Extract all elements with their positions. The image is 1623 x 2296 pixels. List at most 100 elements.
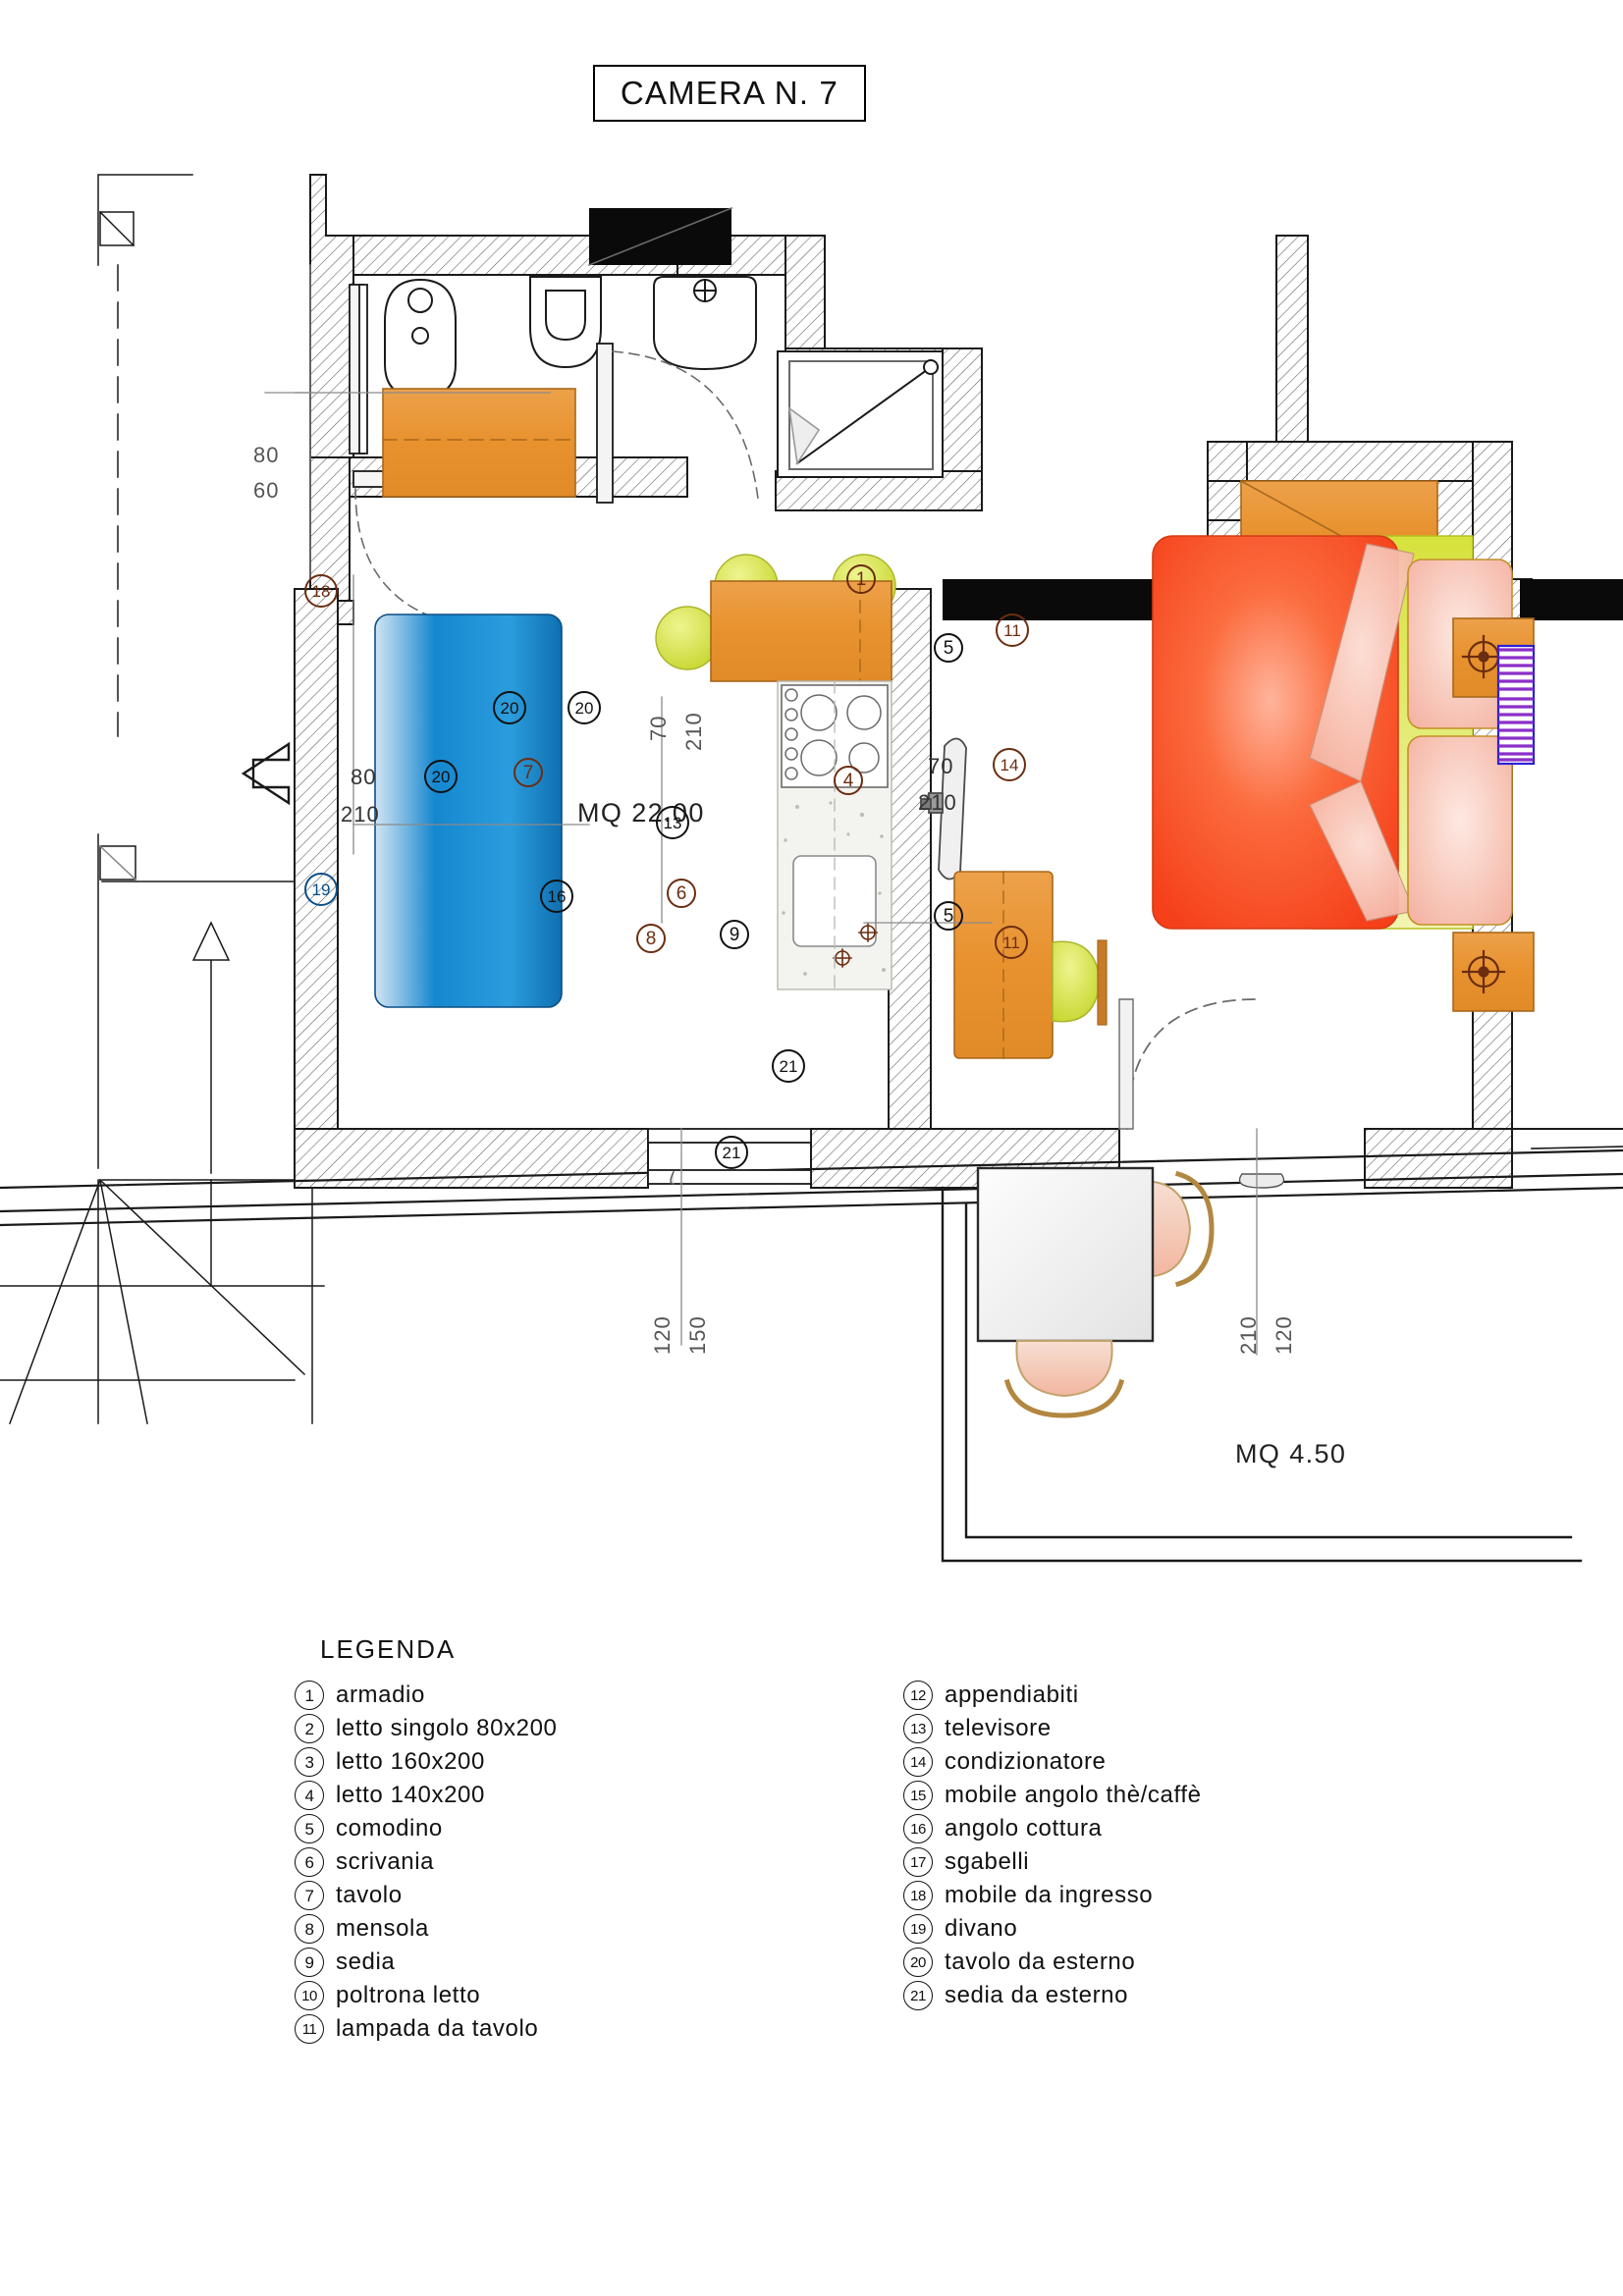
floor-plan (0, 147, 1623, 1620)
plan-marker-mobile-da-ingresso: 18 (304, 574, 338, 608)
plan-marker-sedia-esterno-a: 21 (772, 1049, 805, 1083)
plan-marker-condizionatore: 14 (993, 748, 1026, 781)
legend-number-badge: 3 (295, 1747, 324, 1777)
legend-item-label: lampada da tavolo (336, 2015, 539, 2042)
legend-number-badge: 15 (903, 1781, 933, 1810)
legend-number-badge: 12 (903, 1681, 933, 1710)
legend-item-sedia: 9 sedia (295, 1946, 844, 1979)
legend-item-label: sgabelli (945, 1848, 1030, 1875)
plan-marker-televisore: 13 (656, 806, 689, 839)
dim-entrance-top: 80 (351, 765, 377, 789)
legend-item-label: comodino (336, 1815, 443, 1842)
legend-item-tavolo: 20 tavolo da esterno (903, 1946, 1394, 1979)
plan-marker-scrivania: 6 (667, 879, 696, 908)
plan-marker-lampada-bottom: 11 (995, 926, 1028, 959)
plan-marker-divano: 19 (304, 873, 338, 906)
legend-item-label: armadio (336, 1682, 425, 1708)
dim-entrance-bottom: 210 (341, 802, 380, 827)
dim-terrace-door-left: 210 (1236, 1315, 1261, 1355)
legend-number-badge: 16 (903, 1814, 933, 1843)
legend-item-label: mobile angolo thè/caffè (945, 1782, 1202, 1808)
legend-item-label: poltrona letto (336, 1982, 481, 2008)
dim-window-left-top: 80 (253, 443, 280, 467)
legend-item-condizionatore: 14 condizionatore (903, 1745, 1394, 1779)
legend-number-badge: 9 (295, 1948, 324, 1977)
legend-item-letto: 2 letto singolo 80x200 (295, 1712, 844, 1745)
legend-number-badge: 7 (295, 1881, 324, 1910)
legend-number-badge: 5 (295, 1814, 324, 1843)
legend-number-badge: 10 (295, 1981, 324, 2010)
legend-column-right: 12 appendiabiti 13 televisore 14 condizionato… (844, 1679, 1394, 2046)
legend-item-sgabelli: 17 sgabelli (903, 1845, 1394, 1879)
legend-item-label: tavolo (336, 1882, 403, 1908)
legend-item-mensola: 8 mensola (295, 1912, 844, 1946)
legend-item-tavolo: 7 tavolo (295, 1879, 844, 1912)
legend-item-mobile: 15 mobile angolo thè/caffè (903, 1779, 1394, 1812)
dim-shower-top: 70 (928, 754, 954, 778)
plan-marker-letto-140x200: 4 (834, 766, 863, 795)
legend-number-badge: 17 (903, 1847, 933, 1877)
legend-item-label: mobile da ingresso (945, 1882, 1154, 1908)
dim-bath-door-bottom: 210 (681, 712, 706, 751)
legend-item-label: divano (945, 1915, 1018, 1942)
legend-item-label: sedia da esterno (945, 1982, 1129, 2008)
legend-number-badge: 14 (903, 1747, 933, 1777)
dim-bath-door-top: 70 (646, 715, 671, 741)
legend-number-badge: 2 (295, 1714, 324, 1743)
legend-item-label: tavolo da esterno (945, 1949, 1136, 1975)
plan-marker-lampada-top: 11 (996, 614, 1029, 647)
legend-number-badge: 20 (903, 1948, 933, 1977)
legend-item-label: letto singolo 80x200 (336, 1715, 558, 1741)
legend-number-badge: 11 (295, 2014, 324, 2044)
dim-window-center-right: 150 (685, 1315, 710, 1355)
legend-number-badge: 13 (903, 1714, 933, 1743)
legend-item-scrivania: 6 scrivania (295, 1845, 844, 1879)
plan-marker-armadio: 1 (846, 564, 876, 594)
legend-item-label: televisore (945, 1715, 1052, 1741)
plan-marker-sgabello-b: 20 (568, 691, 601, 724)
legend-item-armadio: 1 armadio (295, 1679, 844, 1712)
legend-number-badge: 21 (903, 1981, 933, 2010)
legend-item-poltrona: 10 poltrona letto (295, 1979, 844, 2012)
legend-item-label: condizionatore (945, 1748, 1107, 1775)
legend-item-lampada: 11 lampada da tavolo (295, 2012, 844, 2046)
legend-number-badge: 18 (903, 1881, 933, 1910)
page-title-box: CAMERA N. 7 (593, 65, 866, 122)
plan-marker-mensola: 8 (636, 924, 666, 953)
legend-item-label: sedia (336, 1949, 396, 1975)
legend-number-badge: 8 (295, 1914, 324, 1944)
legend-item-label: angolo cottura (945, 1815, 1103, 1842)
legend-item-label: mensola (336, 1915, 429, 1942)
plan-marker-comodino-top: 5 (934, 633, 963, 663)
legend-item-angolo: 16 angolo cottura (903, 1812, 1394, 1845)
legend-number-badge: 19 (903, 1914, 933, 1944)
legend-number-badge: 4 (295, 1781, 324, 1810)
plan-marker-sgabello-c: 20 (424, 760, 458, 793)
dim-shower-bottom: 210 (918, 790, 957, 815)
legend-number-badge: 6 (295, 1847, 324, 1877)
legend-item-comodino: 5 comodino (295, 1812, 844, 1845)
area-label-terrace: MQ 4.50 (1235, 1439, 1347, 1468)
legend-item-televisore: 13 televisore (903, 1712, 1394, 1745)
plan-marker-tavolo: 7 (514, 758, 543, 787)
legend-item-appendiabiti: 12 appendiabiti (903, 1679, 1394, 1712)
plan-marker-sedia: 9 (720, 920, 749, 949)
legend-item-sedia: 21 sedia da esterno (903, 1979, 1394, 2012)
legend-heading: LEGENDA (320, 1634, 457, 1664)
legend-number-badge: 1 (295, 1681, 324, 1710)
dim-window-center-left: 120 (650, 1315, 675, 1355)
legend-item-label: appendiabiti (945, 1682, 1079, 1708)
legend-item-label: letto 140x200 (336, 1782, 485, 1808)
plan-marker-comodino-bottom: 5 (934, 901, 963, 931)
dim-terrace-door-right: 120 (1271, 1315, 1296, 1355)
page-title: CAMERA N. 7 (620, 75, 839, 111)
plan-marker-angolo-cottura: 16 (540, 880, 573, 913)
legend-item-letto: 4 letto 140x200 (295, 1779, 844, 1812)
legend-item-label: scrivania (336, 1848, 435, 1875)
dim-window-left-bottom: 60 (253, 478, 280, 503)
plan-marker-sgabello-a: 20 (493, 691, 526, 724)
plan-marker-sedia-esterno-b: 21 (715, 1136, 748, 1169)
